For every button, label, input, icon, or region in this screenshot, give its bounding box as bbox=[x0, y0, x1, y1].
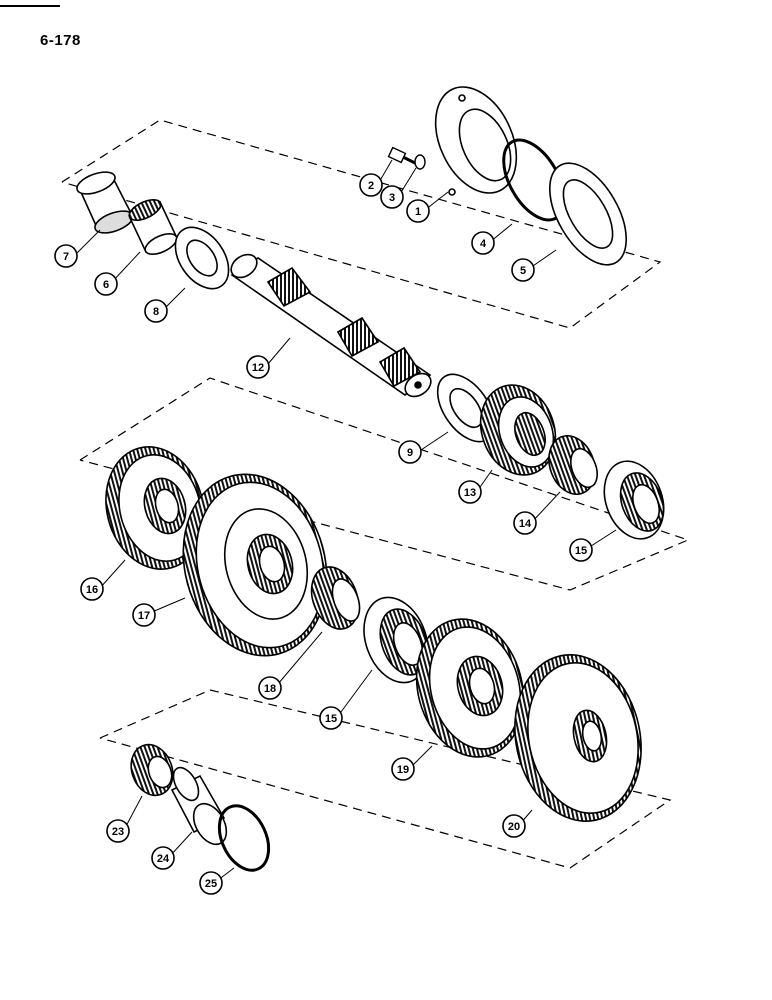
bolt-2 bbox=[387, 146, 416, 165]
callout-number: 5 bbox=[520, 265, 526, 277]
callout-circle bbox=[258, 676, 282, 700]
synchronizer-15-lower bbox=[363, 596, 429, 684]
callout-14: 14 bbox=[513, 511, 537, 535]
gear-17 bbox=[182, 473, 328, 657]
cone-bearing-23 bbox=[130, 743, 174, 797]
thrust-washer-8 bbox=[174, 226, 230, 290]
bearing-cup-24 bbox=[170, 766, 228, 846]
callout-circle bbox=[458, 480, 482, 504]
synchronizer-15-upper bbox=[603, 460, 665, 540]
callout-6: 6 bbox=[94, 272, 118, 296]
callout-16: 16 bbox=[80, 577, 104, 601]
callout-number: 12 bbox=[252, 362, 264, 374]
callout-19: 19 bbox=[391, 757, 415, 781]
group-outline-lower bbox=[99, 689, 672, 869]
callout-20: 20 bbox=[502, 814, 526, 838]
callout-13: 13 bbox=[458, 480, 482, 504]
callout-24: 24 bbox=[151, 846, 175, 870]
callout-number: 9 bbox=[407, 447, 413, 459]
callout-circle bbox=[569, 538, 593, 562]
callout-number: 14 bbox=[519, 518, 532, 530]
callout-23: 23 bbox=[106, 819, 130, 843]
callout-circle bbox=[80, 577, 104, 601]
gasket-5 bbox=[549, 162, 627, 266]
page-number: 6-178 bbox=[40, 32, 81, 49]
callout-5: 5 bbox=[511, 258, 535, 282]
callout-number: 7 bbox=[63, 251, 69, 263]
callout-number: 16 bbox=[86, 584, 98, 596]
callout-number: 1 bbox=[415, 206, 421, 218]
callout-circle bbox=[94, 272, 118, 296]
gear-19 bbox=[415, 618, 525, 758]
callout-number: 18 bbox=[264, 683, 276, 695]
callout-25: 25 bbox=[199, 871, 223, 895]
callout-circle bbox=[511, 258, 535, 282]
bearing-retainer-1 bbox=[434, 86, 518, 196]
shaft-12 bbox=[230, 253, 432, 398]
callout-number: 8 bbox=[153, 306, 159, 318]
callout-number: 15 bbox=[325, 713, 337, 725]
callout-number: 24 bbox=[157, 853, 170, 865]
callout-circle bbox=[398, 440, 422, 464]
callout-number: 23 bbox=[112, 826, 124, 838]
callout-2: 2 bbox=[359, 173, 383, 197]
callout-circle bbox=[151, 846, 175, 870]
callout-circle bbox=[132, 603, 156, 627]
lock-washer-3 bbox=[414, 154, 426, 170]
callout-17: 17 bbox=[132, 603, 156, 627]
snap-ring-25 bbox=[217, 804, 271, 872]
callout-circle bbox=[106, 819, 130, 843]
callout-number: 25 bbox=[205, 878, 217, 890]
gear-20 bbox=[514, 654, 642, 822]
callout-number: 19 bbox=[397, 764, 409, 776]
callout-number: 6 bbox=[103, 279, 109, 291]
needle-bearing-14 bbox=[548, 435, 598, 495]
callout-9: 9 bbox=[398, 440, 422, 464]
callout-circle bbox=[406, 199, 430, 223]
gear-13 bbox=[479, 384, 557, 476]
callout-12: 12 bbox=[246, 355, 270, 379]
callout-number: 17 bbox=[138, 610, 150, 622]
callout-18: 18 bbox=[258, 676, 282, 700]
gear-16 bbox=[105, 446, 205, 570]
callout-4: 4 bbox=[471, 231, 495, 255]
callout-circle bbox=[54, 244, 78, 268]
callout-circle bbox=[319, 706, 343, 730]
callout-circle bbox=[513, 511, 537, 535]
callout-circle bbox=[380, 185, 404, 209]
callout-number: 13 bbox=[464, 487, 476, 499]
bearing-cup-7 bbox=[76, 171, 134, 234]
needle-bearing-18 bbox=[310, 566, 361, 630]
callout-circle bbox=[199, 871, 223, 895]
cone-bearing-6 bbox=[128, 198, 178, 256]
callout-circle bbox=[246, 355, 270, 379]
callout-circle bbox=[391, 757, 415, 781]
group-outline-upper bbox=[61, 119, 662, 329]
callout-circle bbox=[471, 231, 495, 255]
callout-15b: 15 bbox=[319, 706, 343, 730]
callout-7: 7 bbox=[54, 244, 78, 268]
callout-number: 3 bbox=[389, 192, 395, 204]
callout-number: 15 bbox=[575, 545, 587, 557]
callout-circle bbox=[359, 173, 383, 197]
callout-3: 3 bbox=[380, 185, 404, 209]
callout-number: 20 bbox=[508, 821, 520, 833]
callout-1: 1 bbox=[406, 199, 430, 223]
callout-number: 4 bbox=[480, 238, 487, 250]
callout-circle bbox=[144, 299, 168, 323]
callout-number: 2 bbox=[368, 180, 374, 192]
dashed-group-outlines bbox=[61, 119, 690, 869]
callout-15a: 15 bbox=[569, 538, 593, 562]
callout-8: 8 bbox=[144, 299, 168, 323]
callout-circle bbox=[502, 814, 526, 838]
